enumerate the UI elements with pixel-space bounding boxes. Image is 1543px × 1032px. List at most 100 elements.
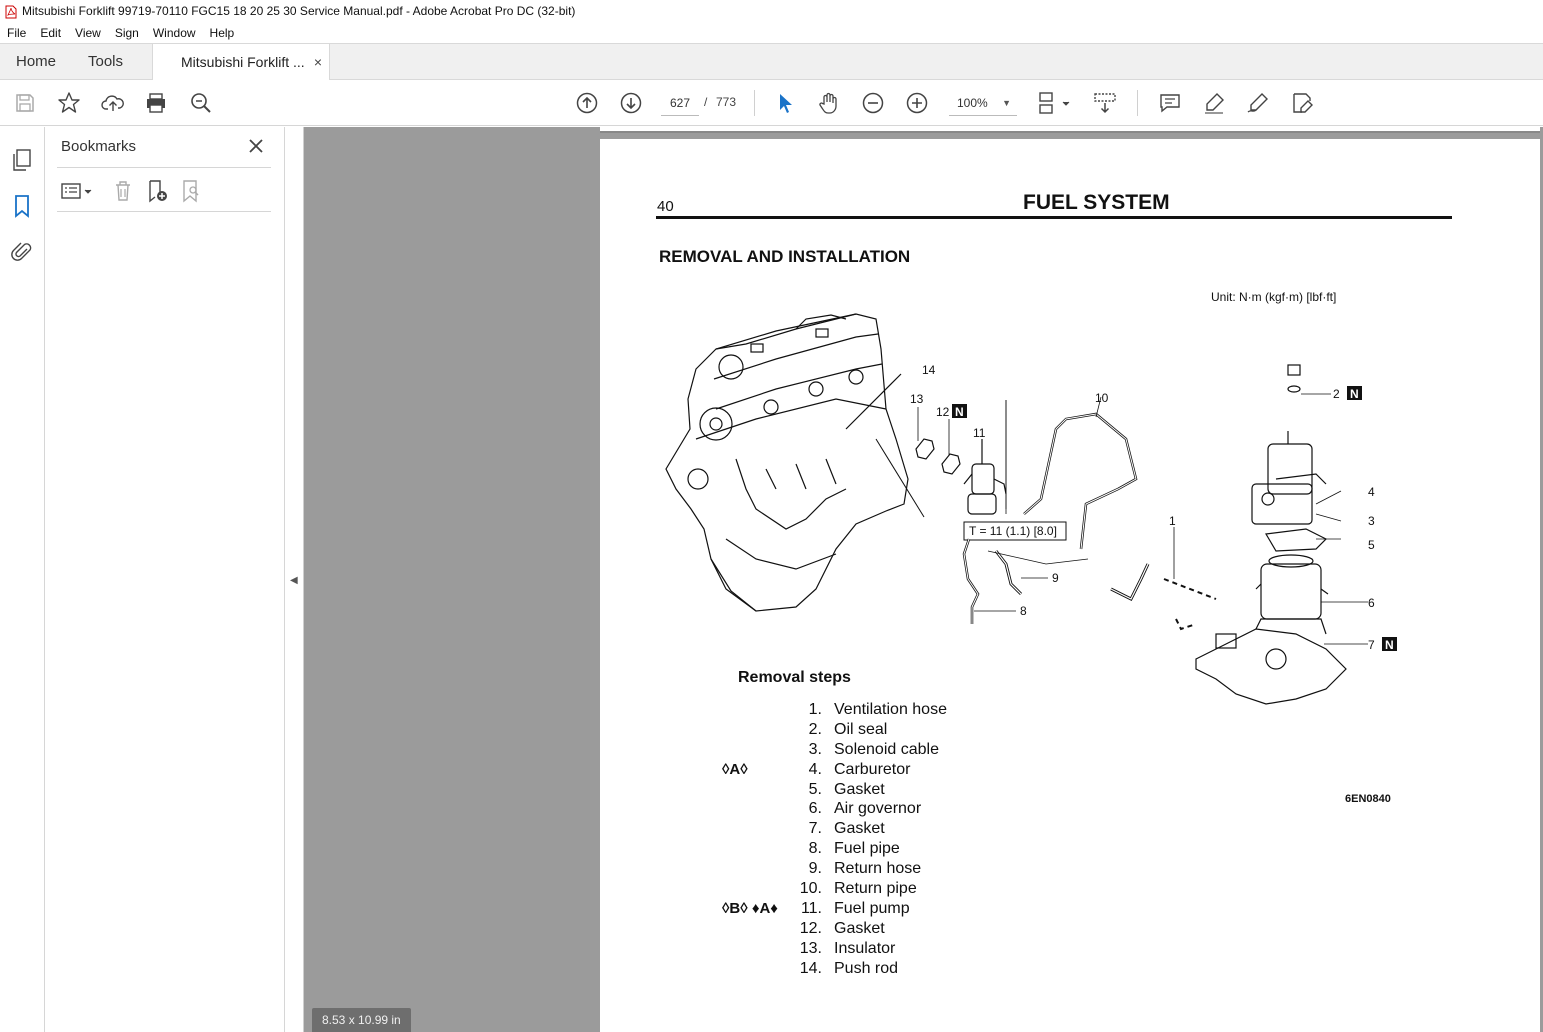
page-number: 40 xyxy=(657,198,674,215)
highlight-icon[interactable] xyxy=(1202,91,1226,115)
menu-window[interactable]: Window xyxy=(152,25,196,40)
hand-icon[interactable] xyxy=(817,91,841,115)
section-heading: REMOVAL AND INSTALLATION xyxy=(659,247,911,266)
attachments-icon[interactable] xyxy=(10,240,34,264)
previous-page-edge xyxy=(600,127,1540,133)
step-number: 7. xyxy=(808,820,822,838)
bookmark-options-icon[interactable] xyxy=(60,179,96,203)
menu-help[interactable]: Help xyxy=(209,25,235,40)
callout-14: 14 xyxy=(922,363,936,377)
step-service-mark: ◊A◊ xyxy=(722,760,748,778)
step-number: 3. xyxy=(808,740,822,758)
exploded-diagram: T = 11 (1.1) [8.0] xyxy=(665,313,1397,705)
close-icon[interactable] xyxy=(246,136,266,156)
bookmark-search-icon[interactable] xyxy=(179,179,203,203)
menu-edit[interactable]: Edit xyxy=(40,25,62,40)
step-label: Gasket xyxy=(834,919,885,937)
zoom-level-select[interactable]: 100% ▼ xyxy=(949,90,1017,116)
callout-1: 1 xyxy=(1169,514,1176,528)
pdf-page: 40 FUEL SYSTEM REMOVAL AND INSTALLATION … xyxy=(600,139,1540,1032)
new-bookmark-icon[interactable] xyxy=(145,179,169,203)
tab-document-label: Mitsubishi Forklift ... xyxy=(181,54,305,70)
callout-13: 13 xyxy=(910,392,924,406)
tab-home[interactable]: Home xyxy=(16,53,57,70)
callout-6: 6 xyxy=(1368,596,1375,610)
step-number: 12. xyxy=(799,919,822,937)
window-title: Mitsubishi Forklift 99719-70110 FGC15 18… xyxy=(22,4,576,18)
step-label: Gasket xyxy=(834,820,885,838)
menu-bar: File Edit View Sign Window Help xyxy=(0,22,1543,43)
callout-4: 4 xyxy=(1368,485,1375,499)
new-part-mark: N xyxy=(1385,638,1394,652)
bookmarks-toolbar xyxy=(57,167,271,212)
callout-3: 3 xyxy=(1368,514,1375,528)
tab-document[interactable]: Mitsubishi Forklift ... × xyxy=(152,44,330,81)
step-label: Oil seal xyxy=(834,720,888,738)
scroll-mode-icon[interactable] xyxy=(1093,91,1117,115)
document-viewer[interactable]: 40 FUEL SYSTEM REMOVAL AND INSTALLATION … xyxy=(304,127,1543,1032)
engine-block-illustration xyxy=(665,313,909,612)
step-label: Gasket xyxy=(834,780,885,798)
intake-manifold-illustration xyxy=(1195,618,1347,705)
collapse-arrow-icon: ◀ xyxy=(290,575,298,586)
main-toolbar: / 773 100% ▼ xyxy=(0,80,1543,126)
fuel-pump-illustration xyxy=(963,439,1007,515)
bookmark-star-icon[interactable] xyxy=(57,91,81,115)
toolbar-divider xyxy=(1137,90,1138,116)
step-label: Fuel pump xyxy=(834,899,910,917)
new-part-badge xyxy=(1347,386,1362,400)
callout-9: 9 xyxy=(1052,571,1059,585)
select-cursor-icon[interactable] xyxy=(773,91,797,115)
step-number: 9. xyxy=(808,860,822,878)
menu-sign[interactable]: Sign xyxy=(114,25,139,40)
page-size-indicator: 8.53 x 10.99 in xyxy=(312,1008,411,1032)
menu-file[interactable]: File xyxy=(7,25,27,40)
sign-icon[interactable] xyxy=(1246,91,1270,115)
step-number: 5. xyxy=(808,780,822,798)
step-number: 10. xyxy=(799,880,822,898)
step-label: Fuel pipe xyxy=(834,840,900,858)
bookmarks-panel-title: Bookmarks xyxy=(61,138,137,155)
page-fit-icon[interactable] xyxy=(1036,91,1072,115)
save-icon[interactable] xyxy=(13,91,37,115)
upload-icon[interactable] xyxy=(101,91,125,115)
print-icon[interactable] xyxy=(144,91,168,115)
step-label: Push rod xyxy=(834,959,899,977)
step-label: Carburetor xyxy=(834,760,911,778)
step-label: Return hose xyxy=(834,860,922,878)
fill-sign-icon[interactable] xyxy=(1290,91,1314,115)
callout-8: 8 xyxy=(1020,604,1027,618)
tab-close-icon[interactable]: × xyxy=(313,54,322,70)
bookmarks-panel-icon[interactable] xyxy=(10,194,34,218)
new-part-mark: N xyxy=(1350,387,1359,401)
tab-bar: Home Tools Mitsubishi Forklift ... × xyxy=(0,43,1543,81)
step-number: 8. xyxy=(808,840,822,858)
callout-5: 5 xyxy=(1368,538,1375,552)
pdf-file-icon xyxy=(5,4,17,19)
figure-code: 6EN0840 xyxy=(1345,793,1391,805)
zoom-out-icon[interactable] xyxy=(861,91,885,115)
panel-collapse-handle[interactable]: ◀ xyxy=(285,127,304,1032)
comment-icon[interactable] xyxy=(1158,91,1182,115)
callout-12: 12 xyxy=(936,405,950,419)
delete-bookmark-icon[interactable] xyxy=(111,179,135,203)
step-number: 2. xyxy=(808,720,822,738)
bookmarks-panel: Bookmarks xyxy=(45,127,285,1032)
zoom-search-icon[interactable] xyxy=(189,91,213,115)
tab-tools[interactable]: Tools xyxy=(88,53,124,70)
page-number-input[interactable] xyxy=(661,90,699,116)
new-part-mark: N xyxy=(955,405,964,419)
air-governor-illustration xyxy=(1255,554,1329,620)
step-number: 6. xyxy=(808,800,822,818)
step-number: 11. xyxy=(800,899,822,917)
new-part-badge xyxy=(952,404,967,418)
next-page-icon[interactable] xyxy=(619,91,643,115)
menu-view[interactable]: View xyxy=(75,25,101,40)
page-thumbnails-icon[interactable] xyxy=(10,148,34,172)
callout-10: 10 xyxy=(1095,391,1109,405)
prev-page-icon[interactable] xyxy=(575,91,599,115)
removal-steps-heading: Removal steps xyxy=(738,669,851,686)
page-heading: FUEL SYSTEM xyxy=(1023,191,1170,214)
page-separator: / xyxy=(704,95,708,109)
zoom-in-icon[interactable] xyxy=(905,91,929,115)
